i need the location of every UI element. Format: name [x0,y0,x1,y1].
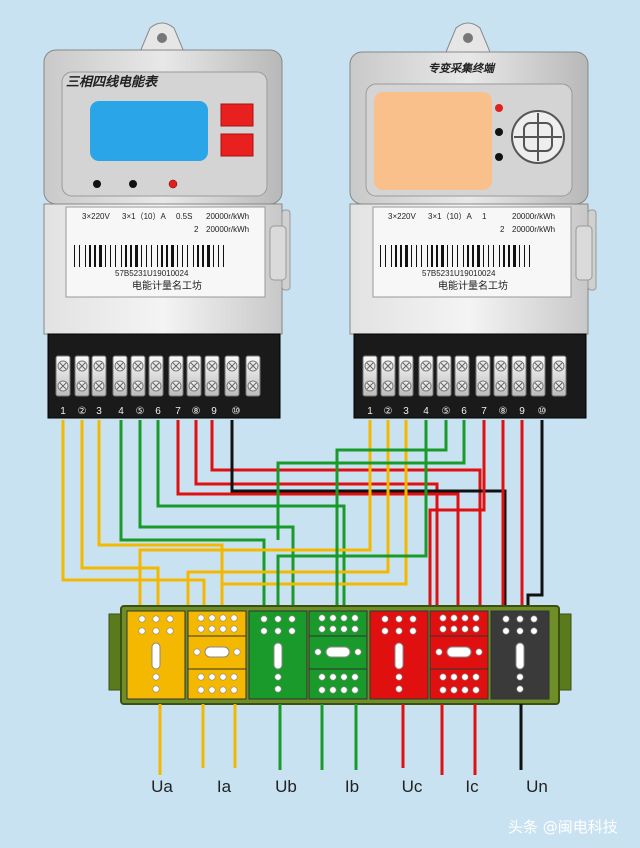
terminal-number: ② [384,406,393,417]
terminal-number: 7 [175,406,181,417]
terminal-number: 6 [461,406,467,417]
terminal-number: ⑩ [538,406,547,417]
wire [80,420,160,608]
phase-label: Ia [217,777,232,796]
brand-label: 电能计量名工坊 [132,279,202,292]
phase-label: Ua [151,777,173,796]
spec-text: 3×1（10）A [122,212,166,221]
phase-label: Un [526,777,548,796]
spec-text: 3×220V [82,212,110,221]
terminal-screws [55,355,261,397]
spec-text: 3×220V [388,212,416,221]
terminal-number: 4 [423,406,429,417]
indicator-led-icon [93,180,101,188]
terminal-number: 3 [96,406,102,417]
acquisition-terminal: 专变采集终端 3×220V 3×1（10）A 1 20000r/kWh 2 20000r… [349,22,597,419]
wire [220,420,408,608]
wire [138,420,372,608]
phase-label: Ib [345,777,359,796]
wire [526,420,544,608]
indicator-led-icon [168,179,178,189]
wire [176,420,460,608]
wire [194,420,439,608]
spec-text: 20000r/kWh [512,212,555,221]
watermark: 头条 @闽电科技 [508,818,618,836]
meter-title: 三相四线电能表 [66,74,159,90]
serial-number: 57B5231U19010024 [115,269,189,278]
button-icon[interactable] [220,133,254,157]
indicator-led-icon [495,153,503,161]
spec-text: 20000r/kWh [206,225,249,234]
terminal-number: ⑩ [232,406,241,417]
indicator-led-icon [129,180,137,188]
wire [61,420,206,608]
spec-text: 20000r/kWh [512,225,555,234]
lcd-screen-icon [90,101,208,161]
wire [276,420,428,608]
phase-label: Ic [465,777,479,796]
terminal-number: 1 [60,406,66,417]
spec-line-2: 2 20000r/kWh [500,225,555,234]
spec-text: 2 [194,225,199,234]
indicator-led-icon [495,128,503,136]
terminal-number: ⑧ [499,406,508,417]
terminal-number: 7 [481,406,487,417]
lcd-screen-icon [374,92,492,190]
spec-text: 20000r/kWh [206,212,249,221]
terminal-number: 4 [118,406,124,417]
wire [138,420,295,608]
wire [97,420,224,608]
terminal-number: ⑧ [192,406,201,417]
spec-line-1: 3×220V 3×1（10）A 0.5S 20000r/kWh [82,212,249,221]
barcode-icon [74,245,224,267]
terminal-screws [362,355,567,397]
spec-line-2: 2 20000r/kWh [194,225,249,234]
spec-line-1: 3×220V 3×1（10）A 1 20000r/kWh [388,212,555,221]
wire [186,420,390,608]
wire [119,420,266,608]
wire [276,420,466,540]
test-junction-block [108,605,572,705]
phase-label: Uc [402,777,423,796]
keypad-icon[interactable] [511,110,565,164]
terminal-number: 9 [211,406,217,417]
electric-energy-meter: 三相四线电能表 3×220V 3×1（10）A 0.5S 20000r/kWh 2 20… [43,22,291,419]
output-leads [158,704,523,775]
brand-label: 电能计量名工坊 [438,279,508,292]
terminal-title: 专变采集终端 [428,62,496,75]
terminal-number: ⑤ [136,406,145,417]
terminal-number: 3 [403,406,409,417]
phase-label: Ub [275,777,297,796]
barcode-icon [380,245,530,267]
terminal-number: ② [78,406,87,417]
spec-text: 2 [500,225,505,234]
terminal-number: ⑤ [442,406,451,417]
wire [335,420,448,608]
terminal-number: 6 [155,406,161,417]
terminal-number: 1 [367,406,373,417]
button-icon[interactable] [220,103,254,127]
spec-text: 0.5S [176,212,192,221]
spec-text: 1 [482,212,487,221]
wire-layer [61,420,544,608]
phase-labels: Ua Ia Ub Ib Uc Ic Un [151,777,548,796]
wire [428,420,486,608]
indicator-led-icon [495,104,503,112]
spec-text: 3×1（10）A [428,212,472,221]
serial-number: 57B5231U19010024 [422,269,496,278]
terminal-number: 9 [519,406,525,417]
wire [210,420,482,608]
